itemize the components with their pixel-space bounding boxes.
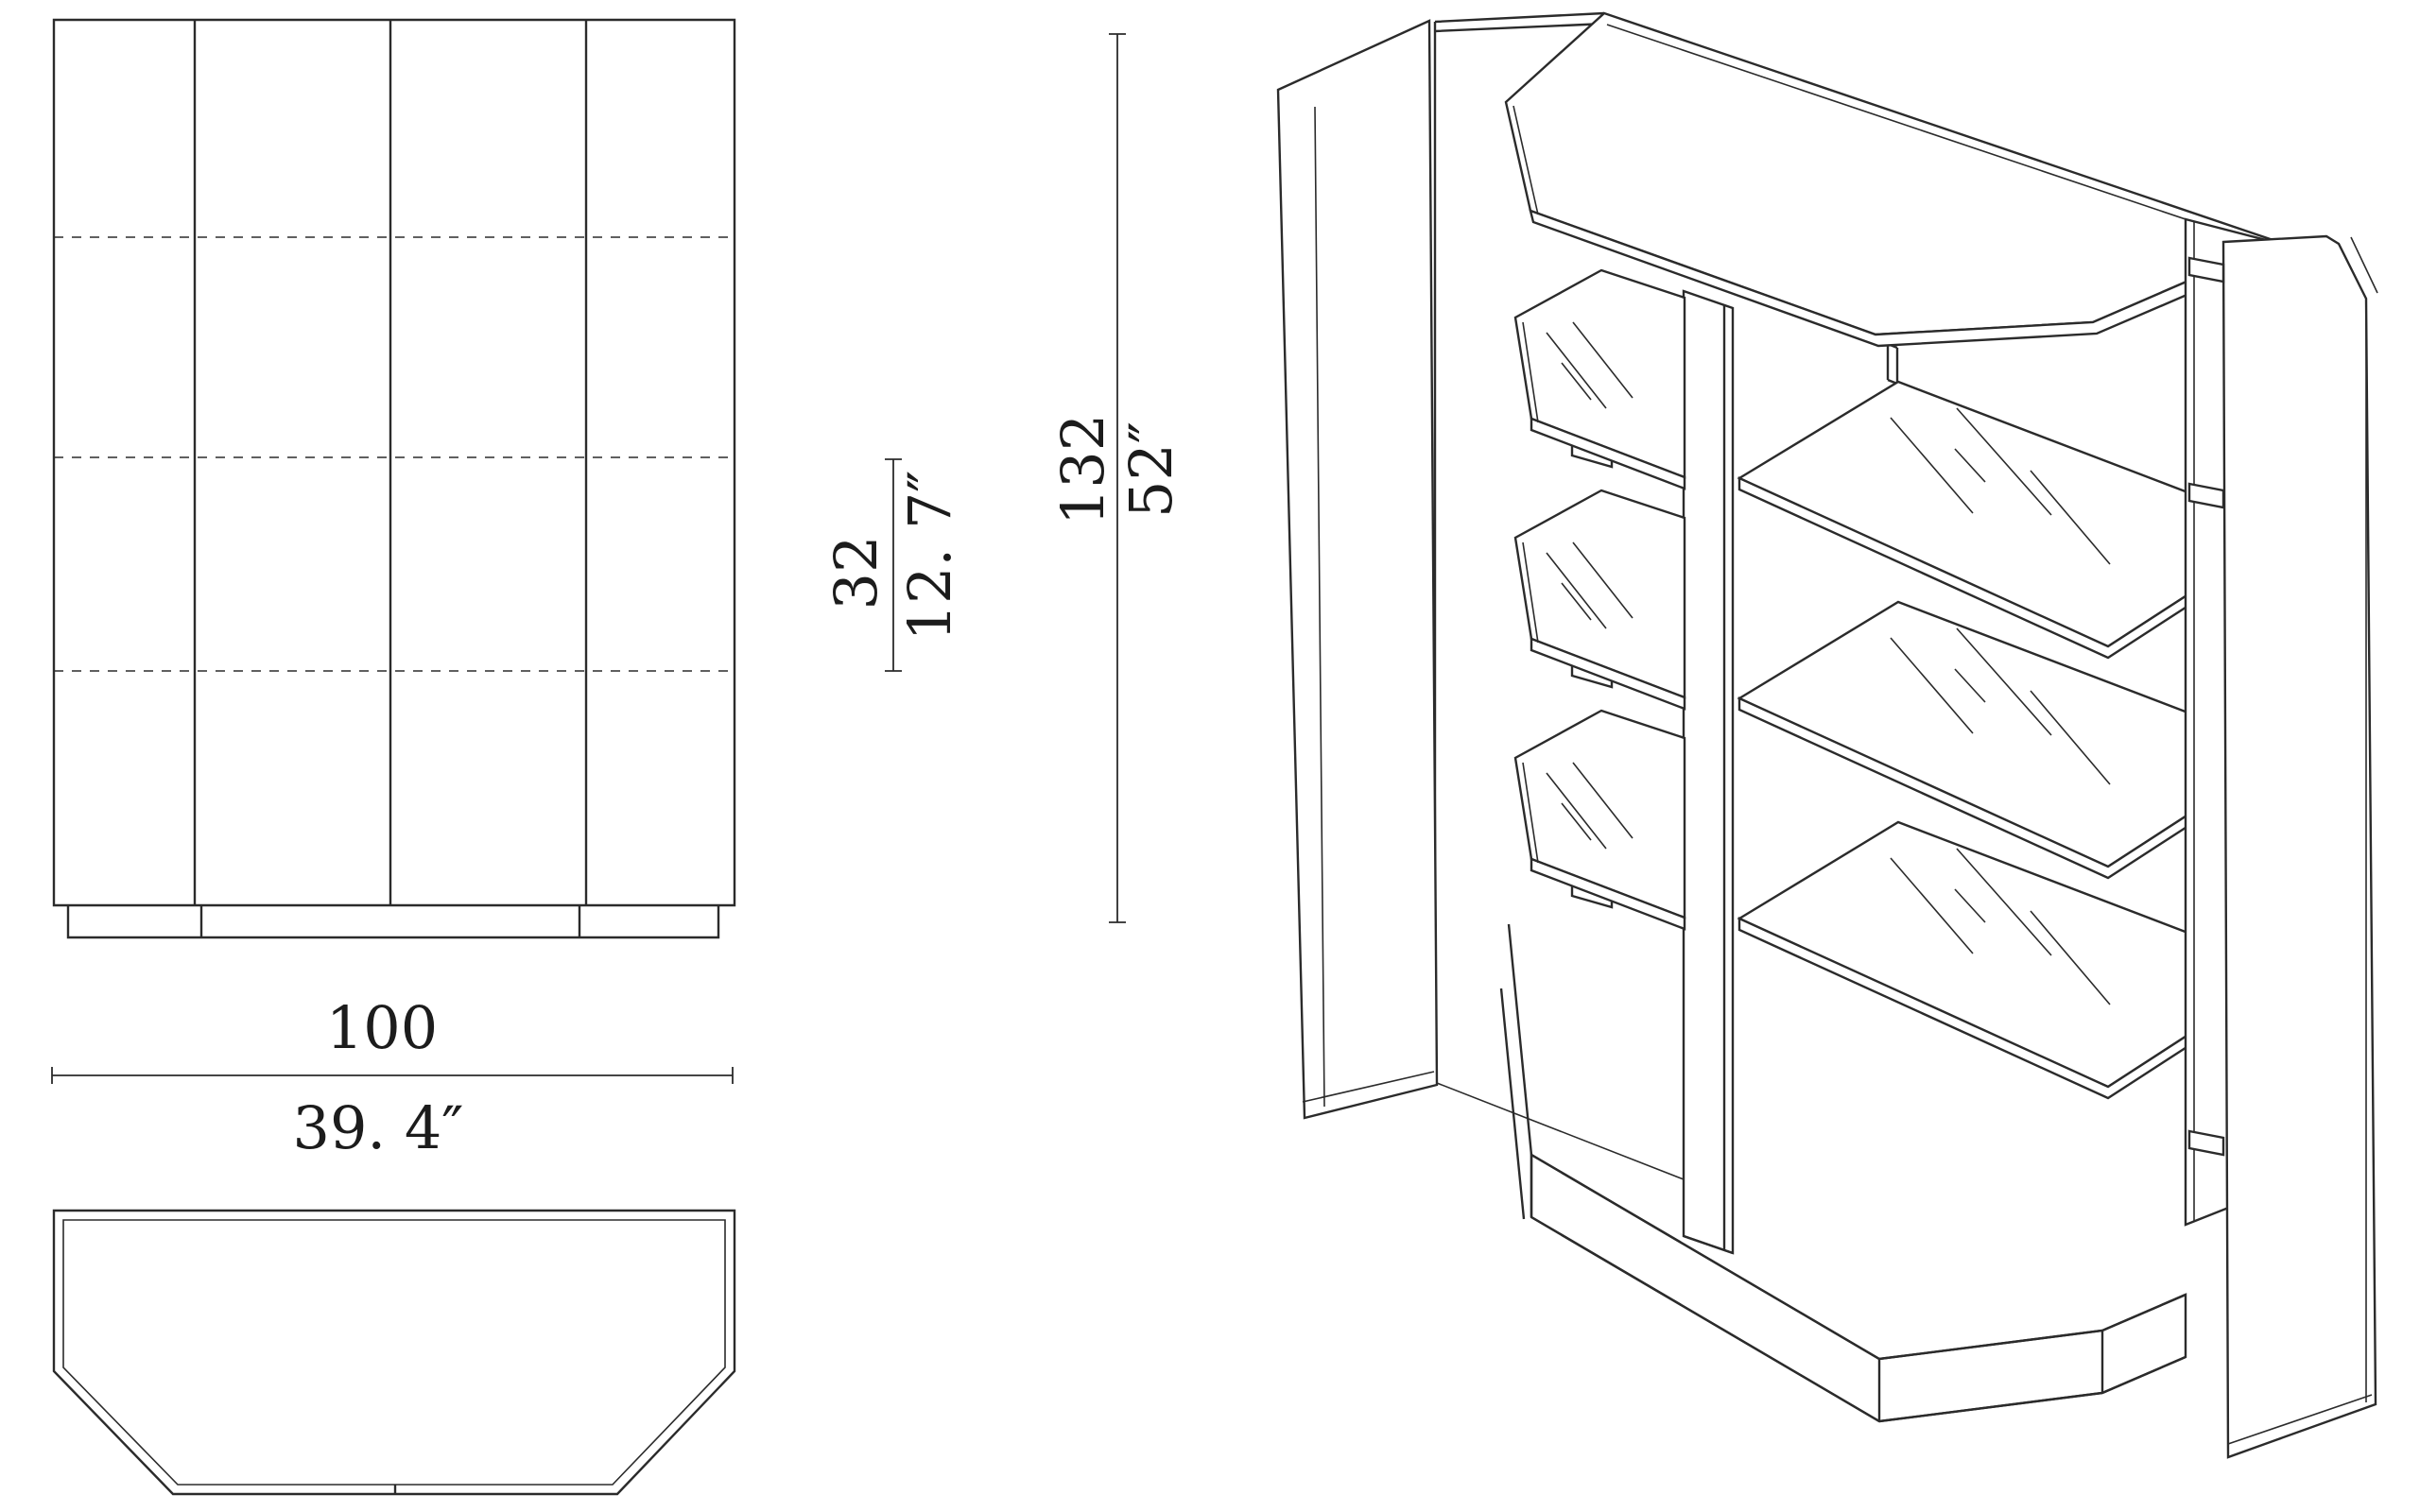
dimension-shelf-spacing bbox=[885, 459, 902, 671]
dimension-width-inches-label: 39. 4″ bbox=[292, 1093, 464, 1162]
dimension-shelf-spacing-cm-label: 32 bbox=[821, 535, 890, 610]
plan-view bbox=[54, 1211, 735, 1494]
front-view-panel-lines bbox=[195, 20, 586, 905]
dimension-height-inches-label: 52″ bbox=[1116, 421, 1185, 519]
base-slab bbox=[1531, 1155, 2186, 1421]
front-view-plinth bbox=[68, 905, 718, 937]
floor-back-edge bbox=[1437, 1083, 1684, 1179]
dimension-width-cm-label: 100 bbox=[325, 993, 439, 1062]
glass-shelf-right-2 bbox=[1737, 600, 2244, 880]
front-view-outline bbox=[54, 20, 735, 905]
plan-view-outer-outline bbox=[54, 1211, 735, 1494]
glass-shelf-left-3 bbox=[1513, 709, 1686, 931]
iso-view bbox=[1278, 13, 2377, 1457]
left-side-bottom-edge bbox=[1501, 924, 1531, 1219]
dimension-shelf-spacing-inches-label: 12. 7″ bbox=[895, 470, 964, 642]
carcass-top-left-edge bbox=[1435, 13, 1606, 31]
dimension-height-cm-label: 132 bbox=[1048, 413, 1117, 526]
glass-shelf-left-1 bbox=[1513, 268, 1686, 490]
front-view bbox=[54, 20, 735, 937]
divider-front-edge bbox=[1888, 344, 1897, 384]
dimension-height bbox=[1109, 34, 1126, 922]
front-view-shelf-dashed-lines bbox=[54, 237, 735, 671]
dimension-width bbox=[52, 1067, 733, 1084]
right-door bbox=[2223, 236, 2377, 1457]
glass-shelf-right-1 bbox=[1737, 380, 2244, 660]
glass-shelf-left-2 bbox=[1513, 489, 1686, 711]
left-door bbox=[1278, 21, 1437, 1118]
plan-view-inner-outline bbox=[63, 1220, 725, 1485]
glass-shelf-right-3 bbox=[1737, 820, 2244, 1100]
center-divider bbox=[1684, 291, 1897, 1253]
